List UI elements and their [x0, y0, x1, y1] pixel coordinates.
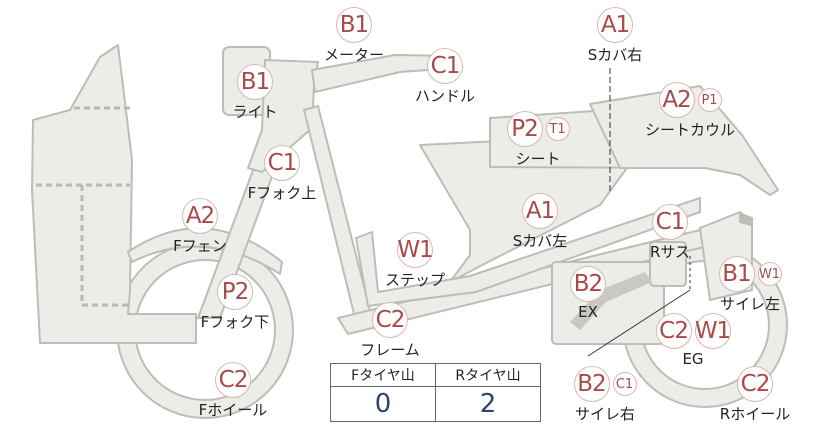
damage-codes: B2 C1 — [550, 366, 660, 402]
part-label: シート — [515, 150, 561, 168]
part-label: EX — [578, 303, 598, 321]
part-f-wheel[interactable]: C2 Fホイール — [178, 362, 288, 420]
damage-codes: C1 — [395, 48, 495, 84]
damage-codes: C2 — [330, 302, 450, 338]
damage-code-badge: C1 — [652, 204, 688, 240]
damage-code-badge: P2 — [506, 111, 543, 147]
part-exhaust[interactable]: B2 EX — [553, 266, 623, 321]
damage-code-badge-small: T1 — [545, 117, 570, 141]
part-step[interactable]: W1 ステップ — [365, 232, 465, 290]
front-fairing — [31, 44, 197, 344]
part-label: メーター — [323, 46, 384, 64]
damage-code-badge: B2 — [570, 266, 606, 302]
damage-code-badge: B2 — [573, 366, 610, 402]
part-frame[interactable]: C2 フレーム — [330, 302, 450, 360]
rear-tire-value: 2 — [435, 386, 541, 422]
damage-code-badge: C2 — [372, 302, 408, 338]
tire-table-header-row: Fタイヤ山 Rタイヤ山 — [330, 363, 541, 387]
damage-codes: B2 — [553, 266, 623, 302]
part-muffler-left[interactable]: B1 W1 サイレ左 — [700, 256, 800, 314]
fairing-seam-vertical — [80, 185, 130, 307]
damage-codes: C1 — [232, 145, 332, 181]
damage-code-badge: C1 — [427, 48, 463, 84]
damage-codes: B1 — [299, 7, 409, 43]
damage-codes: P2 — [185, 274, 285, 310]
part-engine[interactable]: C2 W1 EG — [648, 313, 738, 368]
part-meter[interactable]: B1 メーター — [299, 7, 409, 65]
part-seat-cowl[interactable]: A2 P1 シートカウル — [620, 82, 760, 140]
damage-code-badge: C1 — [264, 145, 300, 181]
rear-tire-header: Rタイヤ山 — [435, 363, 541, 387]
part-muffler-right[interactable]: B2 C1 サイレ右 — [550, 366, 660, 424]
part-label: Fフォク下 — [200, 313, 270, 331]
damage-codes: A2 — [145, 198, 255, 234]
damage-codes: C2 W1 — [648, 313, 738, 349]
part-label: Fホイール — [198, 401, 268, 419]
part-label: Sカバ右 — [587, 46, 643, 64]
damage-code-badge: A1 — [597, 7, 633, 43]
part-label: フレーム — [360, 341, 420, 359]
damage-code-badge: C2 — [737, 366, 773, 402]
part-label: Rサス — [649, 243, 691, 261]
part-s-cover-right[interactable]: A1 Sカバ右 — [570, 7, 660, 65]
leader-muffler-right — [587, 289, 691, 357]
damage-code-badge: C2 — [215, 362, 251, 398]
damage-codes: W1 — [365, 232, 465, 268]
damage-code-badge: W1 — [397, 232, 434, 268]
damage-code-badge: P2 — [217, 274, 253, 310]
damage-code-badge: B1 — [336, 7, 372, 43]
part-f-fender[interactable]: A2 Fフェン — [145, 198, 255, 256]
damage-code-badge: B1 — [237, 64, 273, 100]
damage-code-badge: A1 — [522, 193, 558, 229]
damage-codes: A1 — [490, 193, 590, 229]
damage-code-badge: A2 — [182, 198, 218, 234]
step-bar — [355, 197, 701, 307]
frame-down-tube — [303, 105, 373, 323]
part-light[interactable]: B1 ライト — [210, 64, 300, 122]
damage-code-badge: W1 — [694, 313, 731, 349]
part-label: Sカバ左 — [512, 232, 568, 250]
part-f-fork-lower[interactable]: P2 Fフォク下 — [185, 274, 285, 332]
rear-suspension — [649, 241, 687, 287]
damage-codes: P2 T1 — [483, 111, 593, 147]
damage-codes: B1 W1 — [700, 256, 800, 292]
part-label: Rホイール — [719, 405, 791, 423]
exhaust-pipe — [570, 272, 652, 330]
damage-codes: C2 — [178, 362, 288, 398]
damage-codes: C2 — [700, 366, 810, 402]
damage-code-badge-small: C1 — [612, 372, 637, 396]
damage-codes: B1 — [210, 64, 300, 100]
tire-table-value-row: 0 2 — [330, 386, 541, 422]
part-r-wheel[interactable]: C2 Rホイール — [700, 366, 810, 424]
damage-codes: A2 P1 — [620, 82, 760, 118]
part-label: サイレ左 — [719, 295, 780, 313]
damage-code-badge: B1 — [718, 256, 755, 292]
part-r-suspension[interactable]: C1 Rサス — [620, 204, 720, 262]
part-label: シートカウル — [644, 121, 735, 139]
part-s-cover-left[interactable]: A1 Sカバ左 — [490, 193, 590, 251]
tire-tread-table: Fタイヤ山 Rタイヤ山 0 2 — [330, 363, 541, 422]
part-label: サイレ右 — [574, 405, 635, 423]
front-tire-value: 0 — [330, 386, 436, 422]
damage-code-badge: A2 — [658, 82, 695, 118]
damage-code-badge-small: P1 — [697, 88, 722, 112]
part-label: ライト — [232, 103, 278, 121]
part-f-fork-upper[interactable]: C1 Fフォク上 — [232, 145, 332, 203]
part-handle[interactable]: C1 ハンドル — [395, 48, 495, 106]
part-label: Fフェン — [173, 237, 227, 255]
part-seat[interactable]: P2 T1 シート — [483, 111, 593, 169]
part-label: Fフォク上 — [247, 184, 317, 202]
damage-codes: C1 — [620, 204, 720, 240]
part-label: ハンドル — [414, 87, 475, 105]
damage-codes: A1 — [570, 7, 660, 43]
front-tire-header: Fタイヤ山 — [330, 363, 436, 387]
muffler-tip — [739, 213, 753, 226]
damage-code-badge: C2 — [655, 313, 692, 349]
part-label: ステップ — [384, 271, 445, 289]
damage-code-badge-small: W1 — [757, 262, 782, 286]
part-label: EG — [682, 350, 704, 368]
